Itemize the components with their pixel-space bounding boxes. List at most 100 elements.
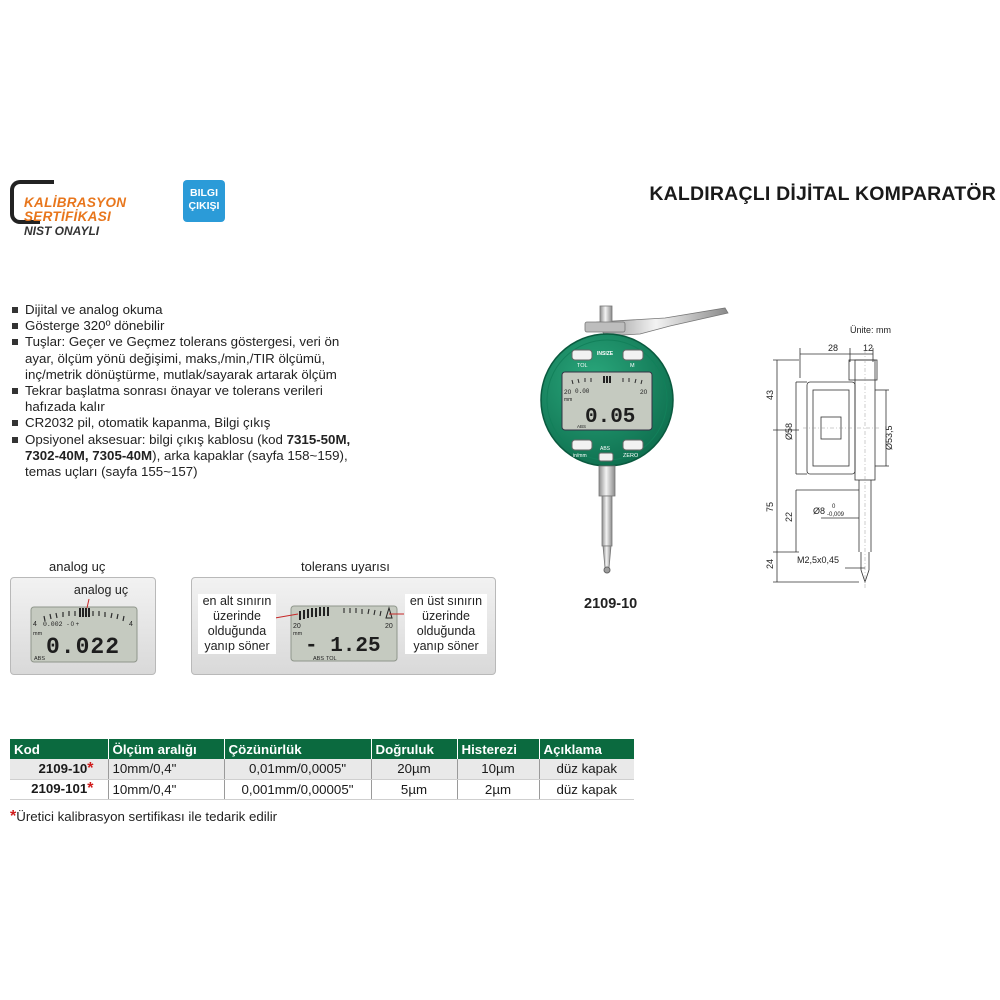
analog-lcd-reading: 0.022 — [46, 634, 120, 660]
gauge-range-left: 20 — [564, 389, 572, 396]
analog-lcd-unit: mm — [33, 631, 43, 637]
kod-value: 2109-10 — [38, 760, 88, 776]
table-row: 2109-101* 10mm/0,4" 0,001mm/0,00005" 5µm… — [10, 779, 634, 800]
tolerance-lcd-right-scale: 20 — [385, 623, 393, 630]
dim-8: Ø8 — [813, 506, 825, 516]
cell-resolution: 0,001mm/0,00005" — [224, 779, 372, 800]
dim-8-tol-lower: -0,009 — [827, 512, 845, 518]
cell-kod: 2109-10* — [10, 759, 109, 780]
feature-item: Tekrar başlatma sonrası önayar ve tolera… — [10, 383, 370, 415]
calibration-line-1: KALİBRASYON — [24, 195, 127, 210]
footnote: *Üretici kalibrasyon sertifikası ile ted… — [10, 808, 277, 826]
star-mark: * — [87, 780, 94, 797]
callout-right-line: üzerinde — [422, 609, 470, 623]
inmm-button-label: in/mm — [573, 453, 587, 459]
analog-lcd-abs: ABS — [34, 656, 45, 662]
gauge-unit: mm — [564, 397, 572, 403]
callout-right-line: olduğunda — [416, 624, 476, 638]
data-output-line-2: ÇIKIŞI — [188, 200, 220, 212]
abs-button-label: ABS — [600, 446, 611, 452]
cell-hysteresis: 10µm — [457, 759, 540, 780]
accessories-text-post: ), arka kapaklar (sayfa 158~159), temas … — [25, 447, 348, 480]
badge-bracket-shape — [10, 180, 40, 224]
data-output-badge: BILGI ÇIKIŞI — [183, 180, 225, 222]
tol-button-label: TOL — [577, 363, 588, 369]
table-row: 2109-10* 10mm/0,4" 0,01mm/0,0005" 20µm 1… — [10, 759, 634, 780]
dim-24: 24 — [765, 559, 775, 569]
dim-8-tol-upper: 0 — [832, 504, 836, 510]
col-header-hysteresis: Histerezi — [457, 739, 540, 759]
cell-accuracy: 20µm — [371, 759, 458, 780]
cell-hysteresis: 2µm — [457, 779, 540, 800]
cell-accuracy: 5µm — [371, 779, 458, 800]
tolerance-panel-caption: tolerans uyarısı — [301, 559, 390, 574]
cell-resolution: 0,01mm/0,0005" — [224, 759, 372, 780]
digital-indicator-image: TOL M INSIZE 20 20 mm 0.00 0.05 ABS in/m… — [540, 305, 729, 574]
accessories-text-pre: Opsiyonel aksesuar: bilgi çıkış kablosu … — [25, 431, 287, 447]
badge-bracket-top — [30, 180, 54, 184]
dim-12: 12 — [863, 343, 873, 353]
analog-lcd-sign: - 0 + — [67, 622, 80, 628]
brand-logo: INSIZE — [597, 351, 614, 357]
cell-kod: 2109-101* — [10, 779, 109, 800]
feature-item: CR2032 pil, otomatik kapanma, Bilgi çıkı… — [10, 415, 370, 431]
cell-range: 10mm/0,4" — [108, 779, 225, 800]
cell-note: düz kapak — [539, 759, 634, 780]
calibration-line-2: SERTİFİKASI — [24, 209, 112, 224]
dimension-drawing: Ünite: mm 28 12 43 Ø58 Ø53,5 75 22 Ø8 0 … — [765, 325, 894, 590]
col-header-range: Ölçüm aralığı — [108, 739, 225, 759]
callout-left-line: üzerinde — [213, 609, 261, 623]
dim-thread: M2,5x0,45 — [797, 555, 839, 565]
analog-callout: analog uç — [73, 583, 129, 597]
tolerance-callout-right: en üst sınırın üzerinde olduğunda yanıp … — [405, 594, 487, 654]
gauge-range-right: 20 — [640, 389, 648, 396]
col-header-kod: Kod — [10, 739, 109, 759]
callout-right-line: yanıp söner — [413, 639, 479, 653]
tolerance-lcd-tol: TOL — [326, 656, 337, 662]
model-label: 2109-10 — [584, 596, 638, 612]
analog-lcd-left-scale: 4 — [33, 621, 37, 628]
dim-58: Ø58 — [784, 423, 794, 440]
cell-note: düz kapak — [539, 779, 634, 800]
col-header-resolution: Çözünürlük — [224, 739, 372, 759]
dim-75: 75 — [765, 502, 775, 512]
gauge-small-reading: 0.00 — [575, 388, 590, 395]
calibration-line-3: NIST ONAYLI — [24, 224, 100, 238]
analog-panel-caption: analog uç — [49, 559, 106, 574]
spec-table: Kod Ölçüm aralığı Çözünürlük Doğruluk Hi… — [10, 739, 634, 800]
calibration-certificate-badge: KALİBRASYON SERTİFİKASI NIST ONAYLI — [10, 180, 160, 242]
dim-28: 28 — [828, 343, 838, 353]
tolerance-lcd-left-scale: 20 — [293, 623, 301, 630]
tolerance-lcd-graphic: 20 20 mm - 1.25 ABS TOL — [274, 605, 404, 662]
accessories-codes: 7315-50M, 7302-40M, 7305-40M — [25, 431, 351, 463]
feature-item: Tuşlar: Geçer ve Geçmez tolerans gösterg… — [10, 334, 370, 383]
analog-lcd-small-reading: 0.002 — [43, 621, 63, 628]
data-output-line-1: BILGI — [190, 187, 218, 199]
feature-list: Dijital ve analog okuma Gösterge 320º dö… — [10, 302, 370, 480]
col-header-note: Açıklama — [539, 739, 634, 759]
tolerance-callout-left: en alt sınırın üzerinde olduğunda yanıp … — [198, 594, 276, 654]
star-mark: * — [87, 759, 94, 777]
dim-53-5: Ø53,5 — [884, 425, 894, 450]
callout-left-line: olduğunda — [207, 624, 267, 638]
callout-right-line: en üst sınırın — [409, 594, 483, 608]
gauge-abs-indicator: ABS — [577, 424, 586, 429]
analog-panel: 4 4 mm 0.002 - 0 + 0.022 ABS analog uç — [10, 577, 156, 675]
dim-43: 43 — [765, 390, 775, 400]
cell-range: 10mm/0,4" — [108, 759, 225, 780]
tolerance-lcd-reading: - 1.25 — [305, 635, 381, 658]
unit-note: Ünite: mm — [850, 325, 891, 335]
feature-item-accessories: Opsiyonel aksesuar: bilgi çıkış kablosu … — [10, 432, 370, 481]
footnote-star: * — [10, 808, 17, 825]
gauge-main-reading: 0.05 — [585, 406, 635, 429]
dim-22: 22 — [784, 512, 794, 522]
col-header-accuracy: Doğruluk — [371, 739, 458, 759]
tolerance-lcd-abs: ABS — [313, 656, 324, 662]
table-header-row: Kod Ölçüm aralığı Çözünürlük Doğruluk Hi… — [10, 739, 634, 759]
page-title: KALDIRAÇLI DİJİTAL KOMPARATÖR — [649, 183, 996, 205]
tolerance-panel: 20 20 mm - 1.25 ABS TOL en alt sınırın ü… — [191, 577, 496, 675]
zero-button-label: ZERO — [623, 453, 639, 459]
footnote-text: Üretici kalibrasyon sertifikası ile teda… — [16, 809, 278, 824]
analog-lcd-graphic: 4 4 mm 0.002 - 0 + 0.022 ABS — [30, 598, 138, 663]
kod-value: 2109-101 — [31, 781, 88, 796]
